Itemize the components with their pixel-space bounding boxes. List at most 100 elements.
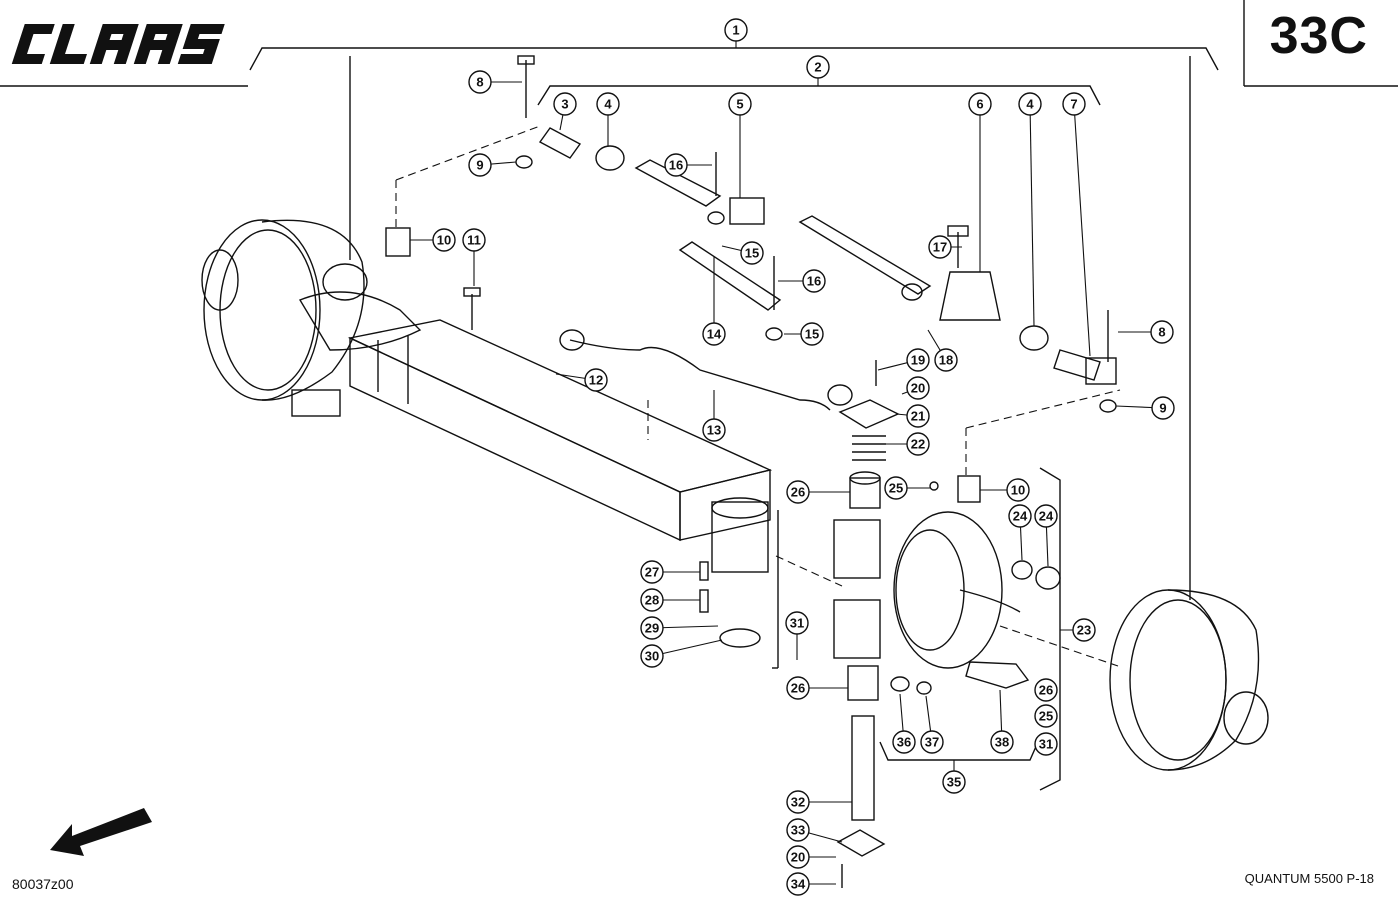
callout-circle bbox=[640, 644, 664, 668]
callout-36: 36 bbox=[892, 730, 916, 754]
callout-25: 25 bbox=[884, 476, 908, 500]
callout-circle bbox=[462, 228, 486, 252]
callout-circle bbox=[1151, 396, 1175, 420]
drawing-number: 80037z00 bbox=[12, 876, 74, 892]
callout-15: 15 bbox=[800, 322, 824, 346]
callout-circle bbox=[640, 560, 664, 584]
callout-label: 14 bbox=[707, 327, 722, 342]
callout-circle bbox=[702, 322, 726, 346]
callout-label: 10 bbox=[437, 233, 451, 248]
callout-27: 27 bbox=[640, 560, 664, 584]
callout-label: 8 bbox=[476, 75, 483, 90]
callout-circle bbox=[928, 235, 952, 259]
callout-label: 4 bbox=[604, 97, 612, 112]
callout-circle bbox=[1072, 618, 1096, 642]
callout-circle bbox=[906, 348, 930, 372]
callout-circle bbox=[1150, 320, 1174, 344]
callout-circle bbox=[920, 730, 944, 754]
callout-33: 33 bbox=[786, 818, 810, 842]
callout-label: 3 bbox=[561, 97, 568, 112]
callout-circle bbox=[640, 588, 664, 612]
callout-label: 20 bbox=[911, 381, 925, 396]
callout-label: 33 bbox=[791, 823, 805, 838]
callout-circle bbox=[724, 18, 748, 42]
callout-2: 2 bbox=[806, 55, 830, 79]
callout-label: 9 bbox=[1159, 401, 1166, 416]
callout-label: 16 bbox=[669, 158, 683, 173]
callout-label: 24 bbox=[1039, 509, 1054, 524]
callout-label: 31 bbox=[1039, 737, 1053, 752]
callout-circle bbox=[1006, 478, 1030, 502]
callout-26: 26 bbox=[1034, 678, 1058, 702]
callout-circle bbox=[1034, 504, 1058, 528]
callout-circle bbox=[432, 228, 456, 252]
callout-circle bbox=[1008, 504, 1032, 528]
callout-circle bbox=[942, 770, 966, 794]
callout-circle bbox=[468, 153, 492, 177]
callout-circle bbox=[786, 676, 810, 700]
callout-label: 15 bbox=[745, 246, 759, 261]
callout-circle bbox=[906, 376, 930, 400]
callout-label: 30 bbox=[645, 649, 659, 664]
callout-circle bbox=[802, 269, 826, 293]
callout-circle bbox=[584, 368, 608, 392]
callout-10: 10 bbox=[1006, 478, 1030, 502]
callout-7: 7 bbox=[1062, 92, 1086, 116]
callout-26: 26 bbox=[786, 480, 810, 504]
callout-34: 34 bbox=[786, 872, 810, 896]
callout-circle bbox=[1018, 92, 1042, 116]
callout-circle bbox=[740, 241, 764, 265]
callout-8: 8 bbox=[468, 70, 492, 94]
direction-arrow-icon bbox=[50, 808, 152, 856]
callout-circle bbox=[664, 153, 688, 177]
callout-circle bbox=[906, 404, 930, 428]
callout-17: 17 bbox=[928, 235, 952, 259]
callout-label: 2 bbox=[814, 60, 821, 75]
callout-label: 27 bbox=[645, 565, 659, 580]
callout-12: 12 bbox=[584, 368, 608, 392]
callout-label: 29 bbox=[645, 621, 659, 636]
callout-label: 31 bbox=[790, 616, 804, 631]
callout-circle bbox=[553, 92, 577, 116]
callout-circle bbox=[1034, 704, 1058, 728]
callout-29: 29 bbox=[640, 616, 664, 640]
callout-31: 31 bbox=[785, 611, 809, 635]
callout-14: 14 bbox=[702, 322, 726, 346]
callout-23: 23 bbox=[1072, 618, 1096, 642]
callout-circle bbox=[786, 872, 810, 896]
callout-circle bbox=[906, 432, 930, 456]
callout-24: 24 bbox=[1034, 504, 1058, 528]
callout-19: 19 bbox=[906, 348, 930, 372]
callout-21: 21 bbox=[906, 404, 930, 428]
callout-26: 26 bbox=[786, 676, 810, 700]
callout-label: 26 bbox=[791, 681, 805, 696]
callout-label: 28 bbox=[645, 593, 659, 608]
callout-circle bbox=[728, 92, 752, 116]
leader-line bbox=[1073, 103, 1091, 357]
callout-label: 21 bbox=[911, 409, 925, 424]
callout-label: 37 bbox=[925, 735, 939, 750]
callout-label: 8 bbox=[1158, 325, 1165, 340]
model-designation: QUANTUM 5500 P-18 bbox=[1244, 871, 1374, 886]
leader-line bbox=[651, 639, 723, 657]
callout-24: 24 bbox=[1008, 504, 1032, 528]
callout-37: 37 bbox=[920, 730, 944, 754]
callout-circle bbox=[596, 92, 620, 116]
callout-18: 18 bbox=[934, 348, 958, 372]
callout-label: 32 bbox=[791, 795, 805, 810]
callout-label: 22 bbox=[911, 437, 925, 452]
sheet-number: 33C bbox=[1269, 7, 1368, 65]
callout-label: 16 bbox=[807, 274, 821, 289]
callout-label: 26 bbox=[1039, 683, 1053, 698]
callout-31: 31 bbox=[1034, 732, 1058, 756]
callout-circle bbox=[1034, 732, 1058, 756]
callout-6: 6 bbox=[968, 92, 992, 116]
callout-label: 1 bbox=[732, 23, 739, 38]
callout-13: 13 bbox=[702, 418, 726, 442]
callout-label: 19 bbox=[911, 353, 925, 368]
callout-label: 24 bbox=[1013, 509, 1028, 524]
callout-label: 20 bbox=[791, 850, 805, 865]
callout-label: 26 bbox=[791, 485, 805, 500]
